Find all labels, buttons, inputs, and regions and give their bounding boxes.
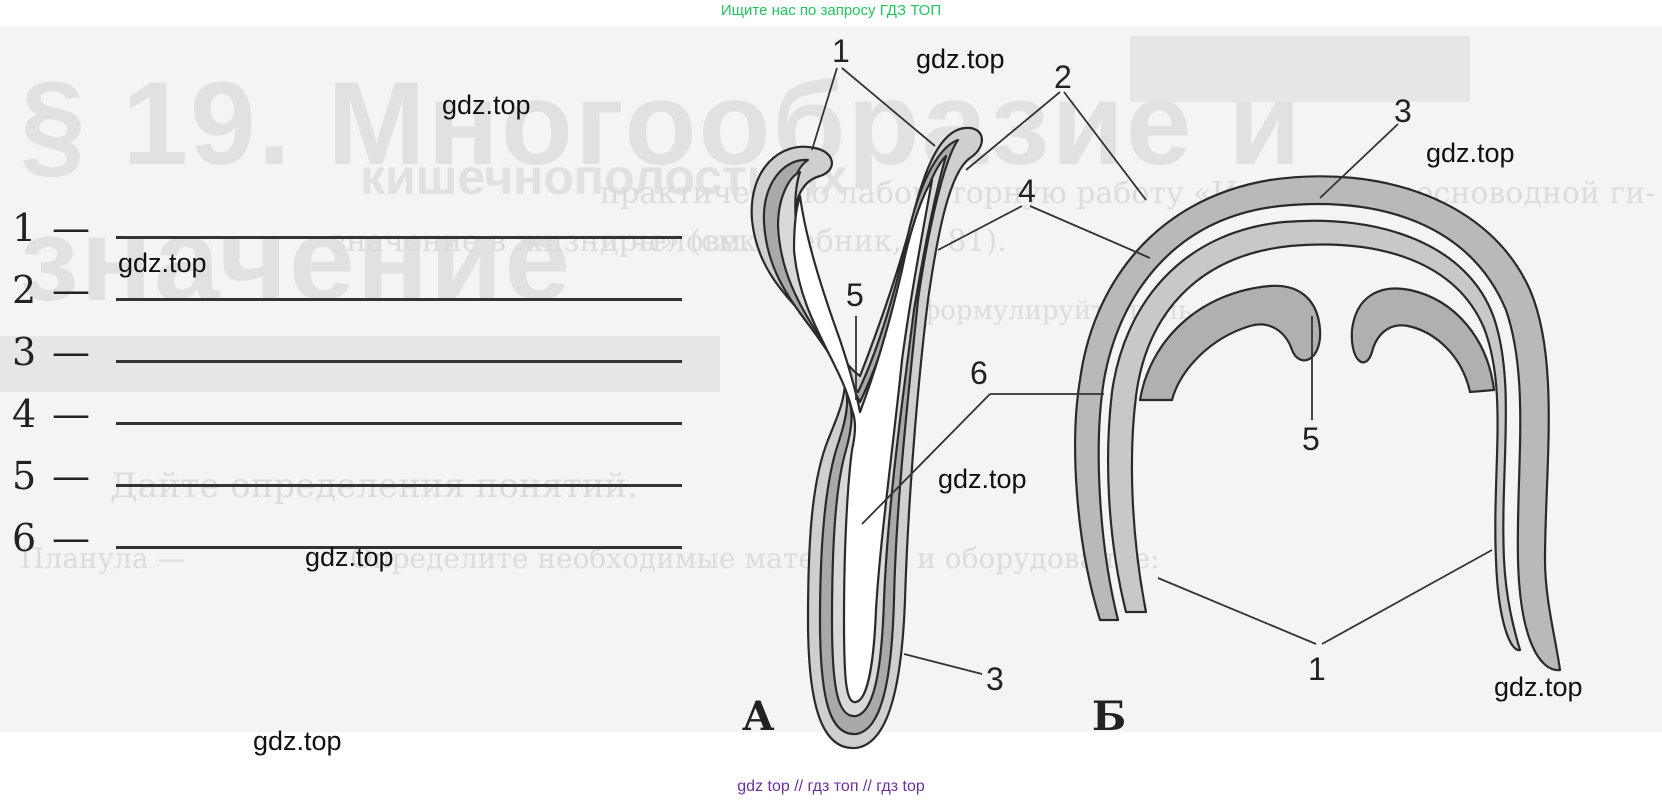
leader-a1-left [811, 67, 838, 151]
figure-b-outer-wall [1074, 175, 1562, 672]
answer-number: 3 [12, 330, 37, 374]
watermark: gdz.top [1426, 138, 1515, 168]
answer-dash: — [52, 330, 90, 374]
label-a5: 5 [846, 277, 864, 313]
leader-a6-diagonal [861, 393, 991, 525]
leader-b3 [1319, 123, 1399, 199]
leader-a4-right [1029, 205, 1151, 259]
leader-a3 [903, 653, 983, 675]
answer-line[interactable] [116, 484, 682, 487]
answer-number: 6 [12, 516, 37, 560]
figure-b-body [1074, 175, 1562, 672]
answer-number: 5 [12, 454, 37, 498]
watermark: gdz.top [253, 726, 342, 756]
leader-a2-right [1063, 91, 1147, 201]
ghost-line-3: значение в жизни человека [330, 224, 776, 259]
figure-b-letter: Б [1092, 693, 1126, 740]
answer-number: 2 [12, 268, 37, 312]
answer-number: 4 [12, 392, 37, 436]
leader-lines [811, 67, 1493, 675]
figure-b-inner-cap [1138, 284, 1322, 402]
answer-dash: — [52, 268, 90, 312]
top-banner[interactable]: Ищите нас по запросу ГДЗ ТОП [720, 2, 942, 19]
watermark: gdz.top [1494, 672, 1583, 702]
watermark: gdz.top [938, 464, 1027, 494]
figure-b-middle-layer [1106, 219, 1522, 652]
answer-row-5: 5 — [12, 454, 682, 498]
answer-row-4: 4 — [12, 392, 682, 436]
watermark: gdz.top [118, 248, 207, 278]
figure-b-inner-cap-right [1350, 287, 1496, 394]
answer-row-2: 2 — [12, 268, 682, 312]
label-b5: 5 [1302, 421, 1320, 457]
leader-a1-right [841, 67, 936, 147]
ghost-badge [1130, 36, 1470, 102]
answer-line[interactable] [116, 236, 682, 239]
answer-line[interactable] [116, 298, 682, 301]
answer-row-1: 1 — [12, 206, 682, 250]
leader-b1-right [1321, 549, 1493, 645]
watermark: gdz.top [916, 44, 1005, 74]
label-a4: 4 [1018, 173, 1036, 209]
label-b1: 1 [1308, 651, 1326, 687]
leader-a2-left [965, 91, 1061, 171]
watermark: gdz.top [305, 542, 394, 572]
answer-dash: — [52, 516, 90, 560]
figure-a-body [750, 126, 983, 750]
label-a3: 3 [986, 661, 1004, 697]
answer-line[interactable] [116, 546, 682, 549]
ghost-section-band [0, 336, 720, 392]
label-a2: 2 [1054, 59, 1072, 95]
answer-dash: — [52, 454, 90, 498]
answer-row-6: 6 — [12, 516, 682, 560]
answer-dash: — [52, 206, 90, 250]
answer-line[interactable] [116, 360, 682, 363]
scanned-page: § 19. Многообразие и значение кишечнопол… [0, 26, 1662, 732]
answer-number: 1 [12, 206, 37, 250]
figure-a-cavity [792, 178, 934, 704]
footer-links[interactable]: gdz top // гдз топ // гдз top [737, 778, 925, 795]
watermark: gdz.top [442, 90, 531, 120]
label-a6: 6 [970, 355, 988, 391]
label-b3: 3 [1394, 93, 1412, 129]
answer-dash: — [52, 392, 90, 436]
answer-row-3: 3 — [12, 330, 682, 374]
answer-line[interactable] [116, 422, 682, 425]
label-a1: 1 [832, 33, 850, 69]
leader-b1-left [1157, 577, 1317, 645]
leader-a4-left [937, 205, 1023, 251]
figure-a-letter: А [742, 693, 775, 740]
